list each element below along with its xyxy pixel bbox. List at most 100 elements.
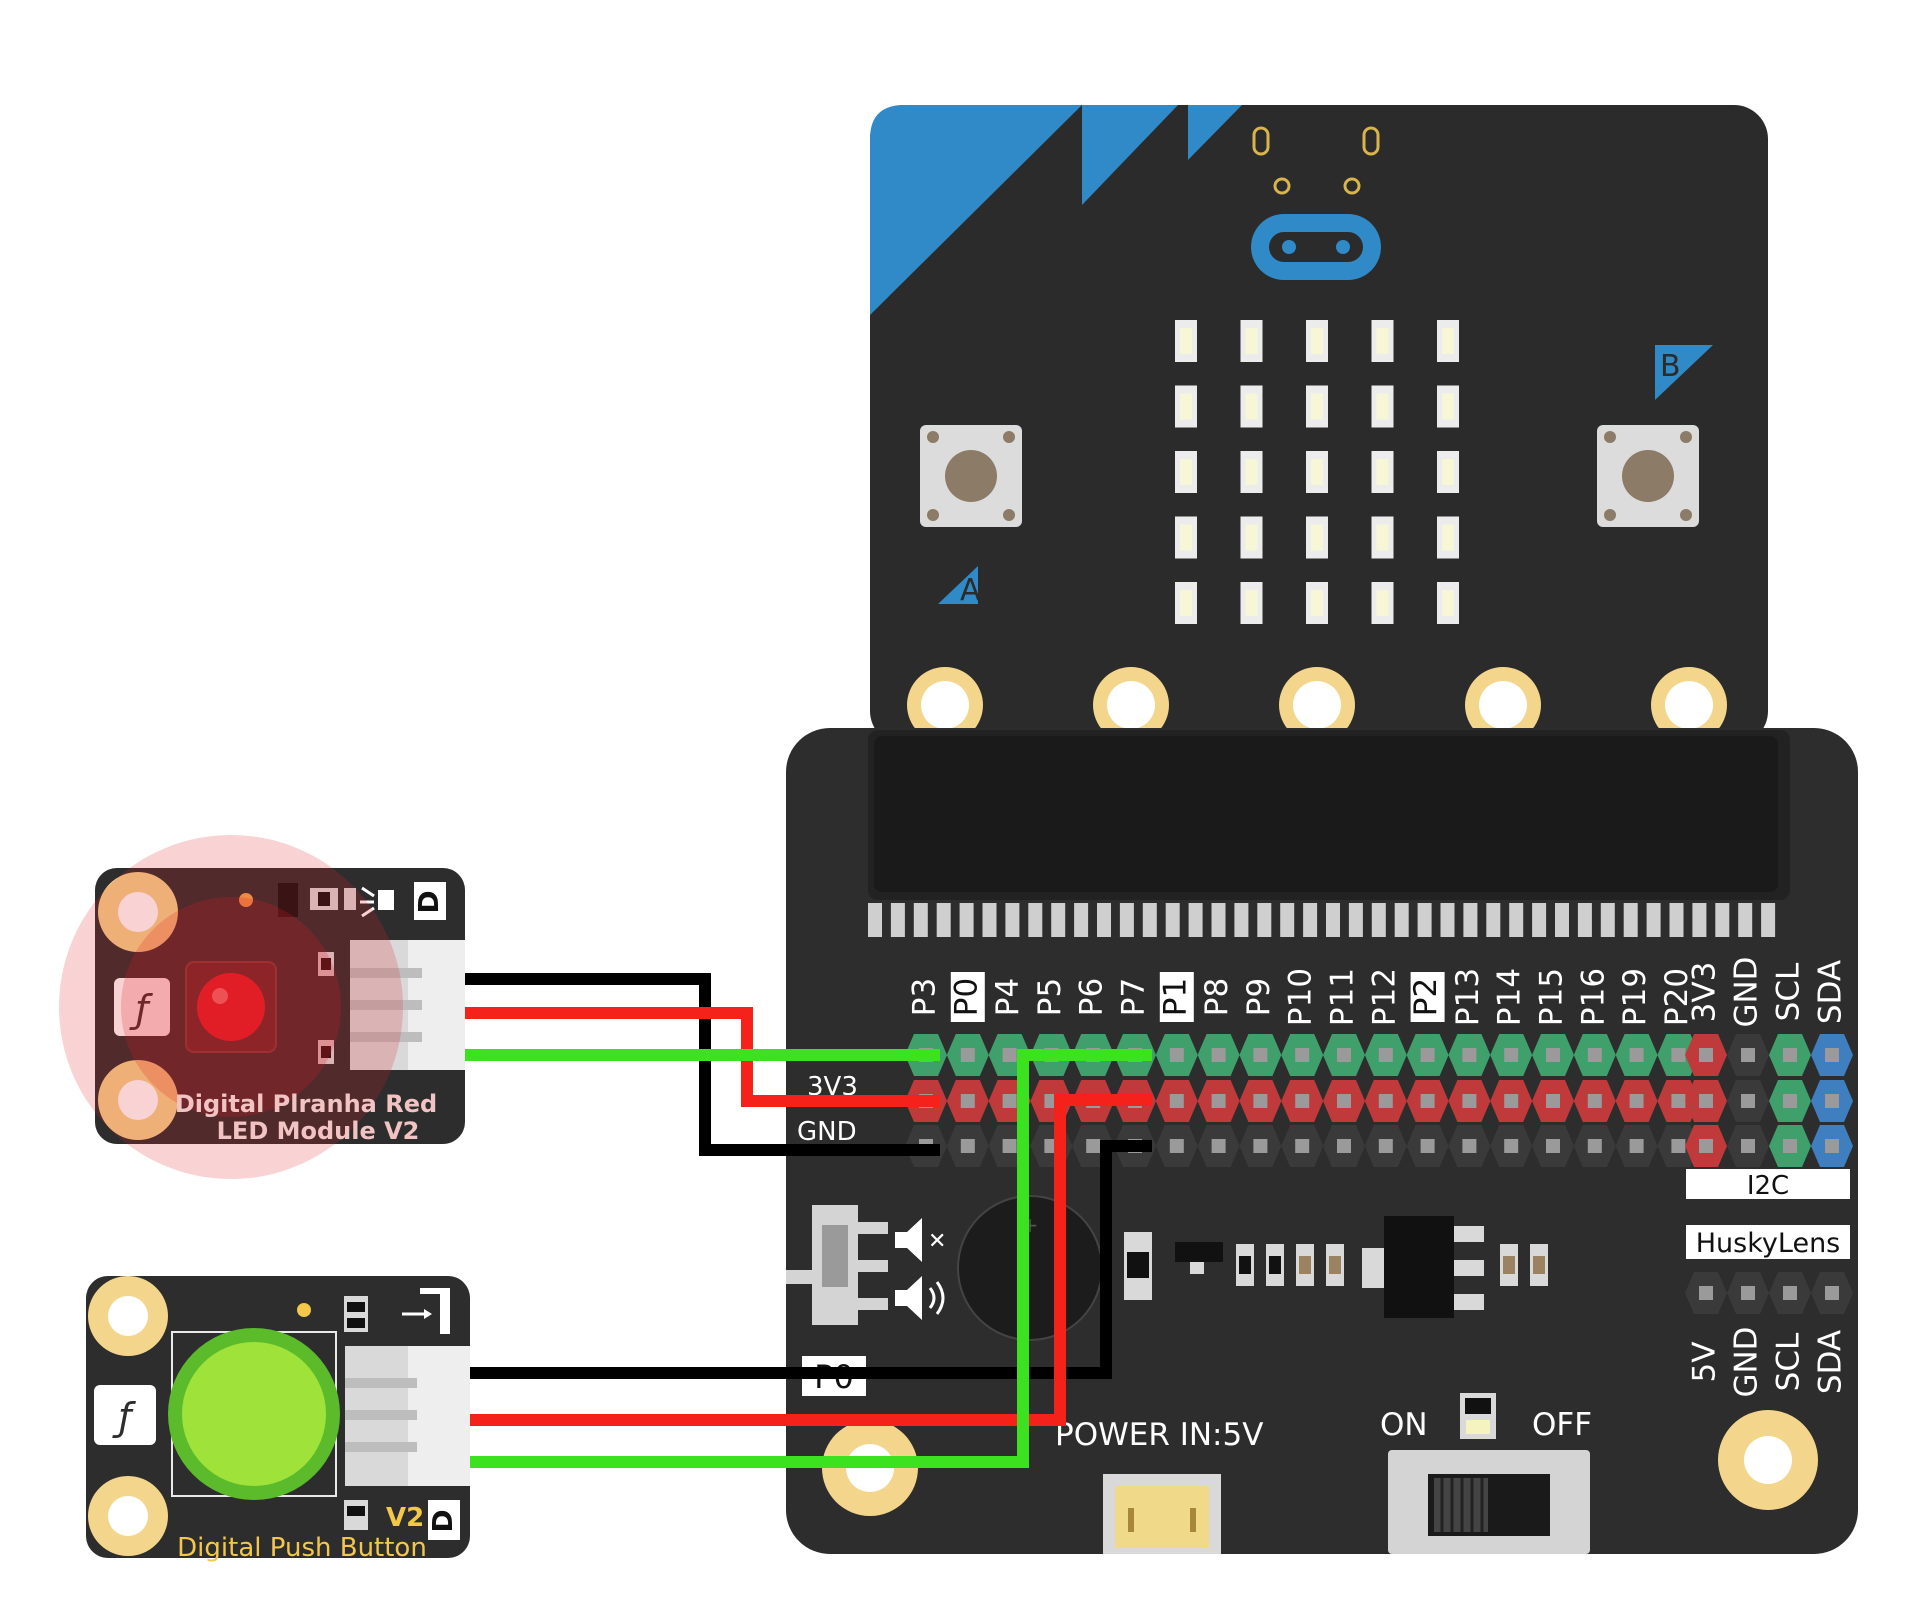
header-pin[interactable] (1323, 1125, 1365, 1167)
header-pin[interactable] (1364, 1125, 1407, 1167)
rail-pin[interactable] (1769, 1034, 1811, 1076)
led-matrix (1175, 320, 1459, 624)
header-pin[interactable] (1490, 1125, 1533, 1167)
pin-label: P10 (1283, 968, 1319, 1026)
header-pin[interactable] (1615, 1125, 1658, 1167)
rail-label: SCL (1771, 962, 1807, 1021)
power-switch[interactable] (1388, 1450, 1590, 1554)
matrix-led (1175, 451, 1197, 493)
pin-label: P15 (1534, 968, 1570, 1026)
header-pin[interactable] (946, 1125, 989, 1167)
header-pin[interactable] (1281, 1125, 1324, 1167)
row-label-gnd: GND (797, 1117, 857, 1147)
pin-label-highlight (1159, 972, 1194, 1022)
pin-label: P5 (1032, 978, 1068, 1016)
header-pin[interactable] (1197, 1080, 1240, 1122)
matrix-led (1240, 451, 1263, 493)
matrix-led (1437, 516, 1459, 559)
huskylens-pin[interactable] (1685, 1272, 1727, 1314)
rail-pin[interactable] (1685, 1080, 1727, 1122)
header-pin[interactable] (1406, 1080, 1449, 1122)
header-pin[interactable] (1239, 1080, 1282, 1122)
pin-label: P16 (1575, 968, 1611, 1026)
header-pin[interactable] (1532, 1125, 1574, 1167)
matrix-led (1306, 516, 1328, 559)
rail-label: 3V3 (1687, 962, 1723, 1023)
huskylens-pin[interactable] (1769, 1272, 1811, 1314)
header-pin[interactable] (1406, 1125, 1449, 1167)
button-b[interactable] (1597, 425, 1699, 527)
rail-pin[interactable] (1727, 1080, 1769, 1122)
huskylens-label-box (1686, 1225, 1850, 1259)
matrix-led (1371, 582, 1394, 624)
header-pin[interactable] (1323, 1080, 1365, 1122)
header-pin[interactable] (1448, 1034, 1491, 1076)
rail-label: GND (1729, 956, 1765, 1027)
header-pin[interactable] (1197, 1125, 1240, 1167)
pin-label: P3 (907, 978, 943, 1016)
smd-components (1124, 1216, 1548, 1318)
header-pin[interactable] (1448, 1125, 1491, 1167)
button-a-marker (938, 566, 978, 604)
header-pin[interactable] (1490, 1034, 1533, 1076)
rail-pin[interactable] (1811, 1125, 1853, 1167)
header-pin[interactable] (1364, 1080, 1407, 1122)
header-pin[interactable] (1030, 1125, 1073, 1167)
header-pin[interactable] (1197, 1034, 1240, 1076)
matrix-led (1437, 582, 1459, 624)
header-pin[interactable] (1281, 1034, 1324, 1076)
header-pin[interactable] (1239, 1034, 1282, 1076)
button-a-label: A (960, 573, 981, 608)
header-pin[interactable] (1573, 1125, 1616, 1167)
led-wire-ground (465, 973, 940, 1156)
header-pin[interactable] (1406, 1034, 1449, 1076)
rail-pin[interactable] (1769, 1080, 1811, 1122)
header-pin[interactable] (1573, 1034, 1616, 1076)
header-pin[interactable] (1281, 1080, 1324, 1122)
edge-connector-teeth (868, 903, 1776, 937)
header-pin[interactable] (1155, 1034, 1198, 1076)
rail-label: SDA (1813, 960, 1849, 1024)
rail-pin[interactable] (1727, 1034, 1769, 1076)
header-pin[interactable] (1364, 1034, 1407, 1076)
pin-label: P0 (948, 978, 984, 1016)
header-pin[interactable] (1448, 1080, 1491, 1122)
header-pin[interactable] (1155, 1125, 1198, 1167)
dfrobot-logo-icon (94, 1385, 156, 1445)
pin-label: P6 (1074, 978, 1110, 1016)
header-pin[interactable] (1323, 1034, 1365, 1076)
header-pin[interactable] (1615, 1034, 1658, 1076)
button-a[interactable] (920, 425, 1022, 527)
huskylens-pin[interactable] (1811, 1272, 1853, 1314)
sound-switch[interactable] (786, 1205, 888, 1325)
rail-pin[interactable] (1685, 1034, 1727, 1076)
huskylens-pin[interactable] (1727, 1272, 1769, 1314)
header-pin[interactable] (1490, 1080, 1533, 1122)
switch-off-label: OFF (1532, 1407, 1592, 1443)
header-pin[interactable] (1239, 1125, 1282, 1167)
huskylens-pin-label: 5V (1687, 1342, 1723, 1383)
header-pin[interactable] (946, 1034, 989, 1076)
button-wire-power (470, 1094, 1152, 1426)
header-pin[interactable] (1615, 1080, 1658, 1122)
rail-pin[interactable] (1811, 1034, 1853, 1076)
header-pin[interactable] (1657, 1125, 1700, 1167)
rail-pin[interactable] (1685, 1125, 1727, 1167)
pin-label: P19 (1617, 968, 1653, 1026)
mounting-hole (1718, 1410, 1818, 1510)
header-pin[interactable] (1657, 1034, 1700, 1076)
header-pin[interactable] (1532, 1034, 1574, 1076)
red-led (197, 973, 265, 1041)
header-pin[interactable] (1657, 1080, 1700, 1122)
rail-pin[interactable] (1811, 1080, 1853, 1122)
rail-pin[interactable] (1727, 1125, 1769, 1167)
header-pin[interactable] (1532, 1080, 1574, 1122)
matrix-led (1240, 385, 1263, 428)
rail-pin[interactable] (1769, 1125, 1811, 1167)
header-pin[interactable] (946, 1080, 989, 1122)
matrix-led (1175, 582, 1197, 624)
header-pin[interactable] (1155, 1080, 1198, 1122)
header-pin[interactable] (1573, 1080, 1616, 1122)
